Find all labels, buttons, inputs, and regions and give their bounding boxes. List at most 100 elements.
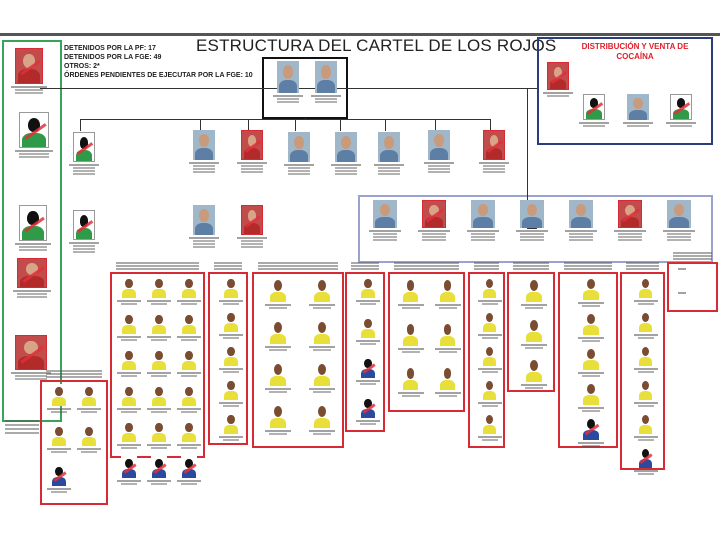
cell-box-g [468,272,505,448]
person-photo [582,311,600,335]
cell-header-text [394,265,459,267]
person-photo [15,335,47,370]
person-card [633,412,659,441]
cell-box-e [345,272,385,432]
person-card [434,276,462,309]
cell-header-text [116,262,199,264]
cell-box-c [208,272,248,445]
person-photo [525,316,543,342]
person-card [677,266,687,276]
person-photo [313,318,331,344]
connector-line [527,228,537,229]
person-card [14,205,52,251]
person-photo [520,200,544,228]
person-card [218,378,244,407]
cell-box-d [252,272,344,448]
person-card [577,416,605,447]
person-card [146,348,172,377]
cell-header-text [46,376,102,378]
person-card [477,310,503,339]
cell-header-text [214,265,242,267]
person-photo [438,320,457,346]
person-card [146,456,172,485]
person-card [577,381,605,412]
person-photo [241,130,263,160]
person-photo [481,276,498,298]
person-card [146,420,172,449]
person-card [176,420,202,449]
person-card [477,378,503,407]
person-photo [121,420,137,442]
person-card [14,112,54,158]
cell-box-f [388,272,465,412]
person-photo [667,200,691,228]
person-card [665,94,697,127]
cell-header-text [626,262,659,264]
person-photo [181,384,197,406]
person-card [68,210,100,253]
silhouette-photo [670,94,692,120]
person-card [368,200,402,241]
person-card [434,364,462,397]
person-card [116,348,142,377]
person-card [577,346,605,377]
cell-header-text [673,252,712,254]
person-card [577,311,605,342]
silhouette-photo [583,94,605,120]
person-photo [618,200,642,228]
person-card [633,344,659,373]
person-photo [481,378,498,400]
person-card [283,132,315,175]
person-photo [223,344,239,366]
person-photo [313,402,331,428]
connector-line [80,119,81,131]
person-photo [151,384,167,406]
person-photo [193,130,215,160]
person-photo [277,61,299,93]
person-photo [288,132,310,162]
person-card [397,320,425,353]
cell-box-k [667,262,718,312]
side-caption-text [5,432,39,434]
silhouette-photo [121,456,137,478]
connector-line [490,119,491,131]
stat-pf: DETENIDOS POR LA PF: 17 [64,45,156,52]
person-photo [223,412,239,434]
person-photo [15,48,43,84]
person-photo [81,384,97,406]
silhouette-photo [637,446,654,468]
person-photo [422,200,446,228]
person-card [176,348,202,377]
person-photo [17,258,47,288]
person-photo [401,320,420,346]
person-card [542,62,574,97]
cell-header-text [214,268,242,270]
silhouette-photo [181,456,197,478]
person-photo [401,364,420,390]
connector-line [200,119,201,131]
person-photo [241,205,263,235]
person-card [355,356,381,385]
person-card [176,312,202,341]
person-card [397,364,425,397]
person-card [434,320,462,353]
person-card [68,132,100,175]
cell-header-text [394,268,459,270]
person-card [76,384,102,413]
person-photo [525,276,543,302]
person-card [146,276,172,305]
cell-header-text [258,262,338,264]
person-photo [193,205,215,235]
person-card [520,276,548,309]
person-card [146,312,172,341]
cell-header-text [564,265,612,267]
stat-otros: OTROS: 2* [64,63,100,70]
person-card [633,378,659,407]
person-card [478,130,510,173]
person-card [633,310,659,339]
silhouette-photo [360,356,376,378]
person-photo [151,312,167,334]
person-photo [181,312,197,334]
person-card [76,424,102,453]
person-photo [51,384,67,406]
